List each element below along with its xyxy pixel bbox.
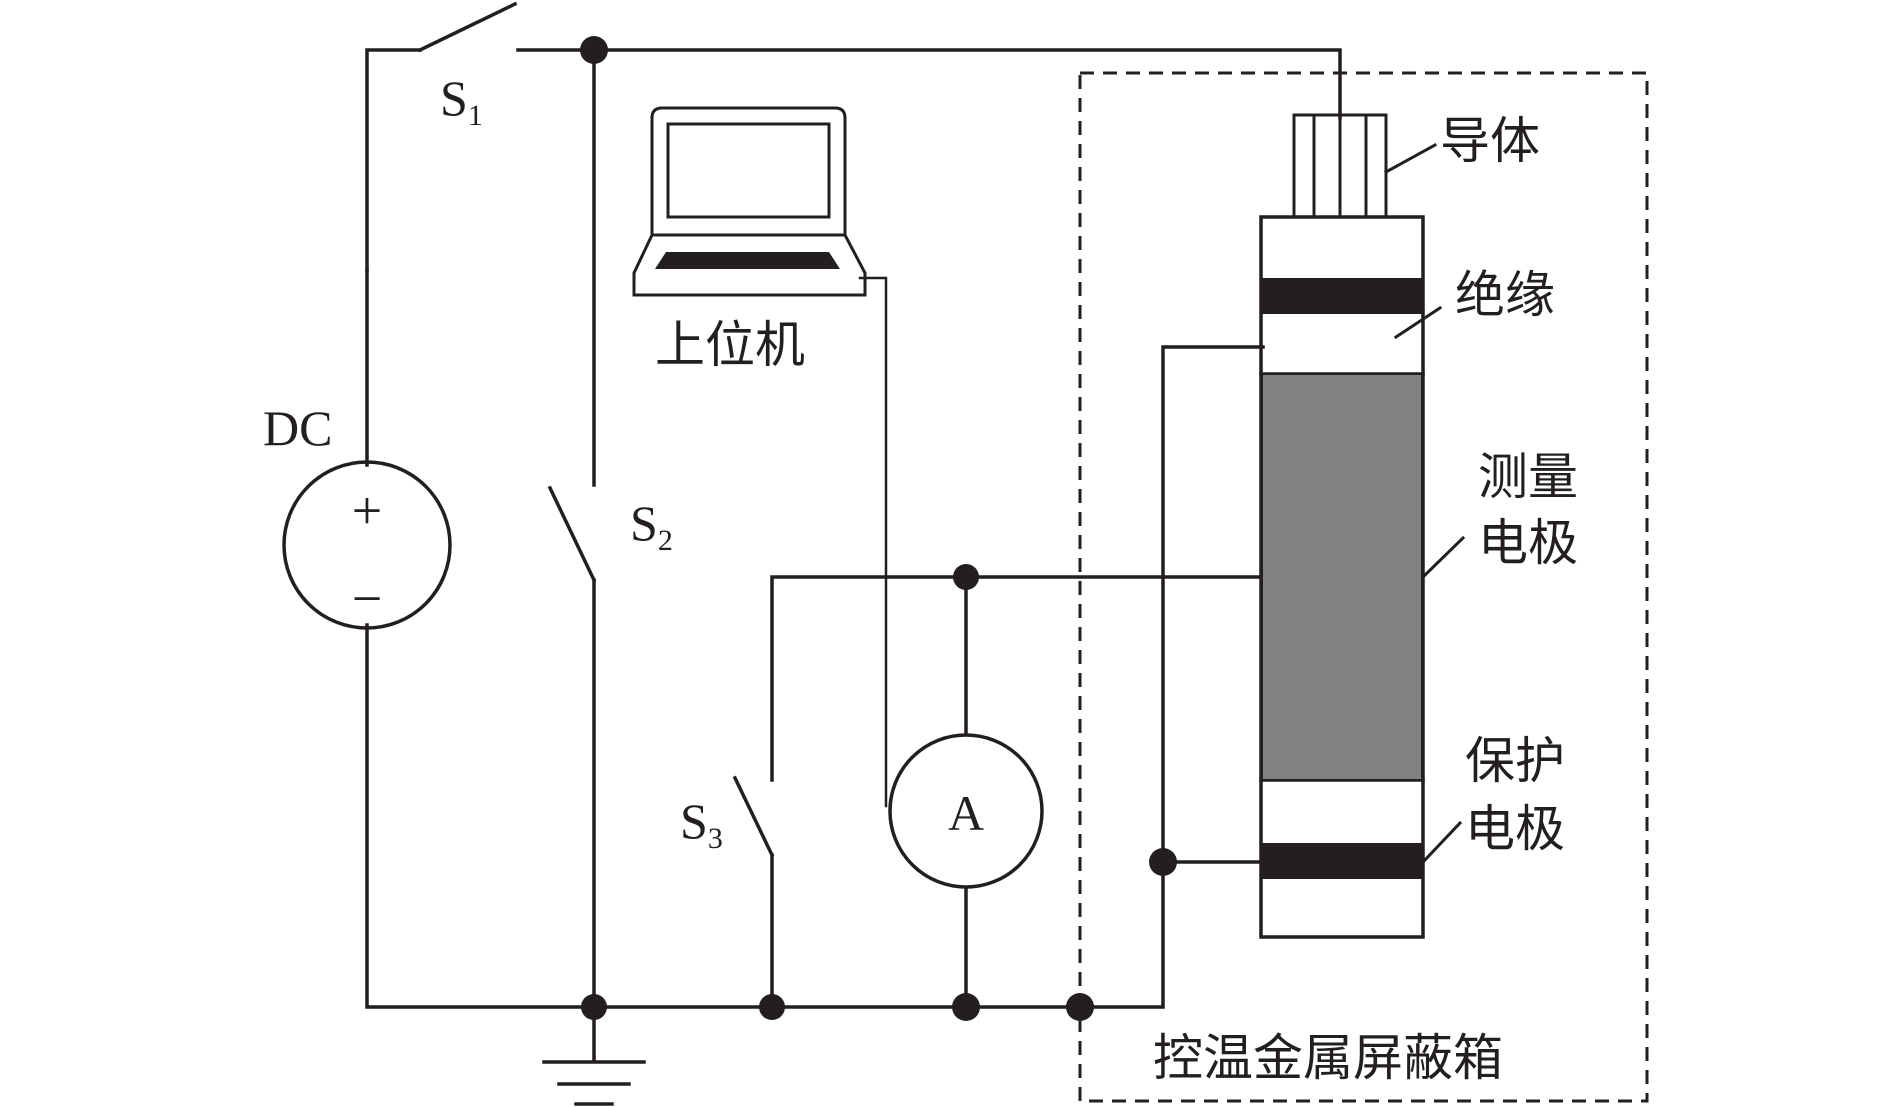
laptop-icon: [632, 106, 867, 297]
wire-dc-bottom: [365, 345, 1265, 1009]
s2-label: S2: [630, 495, 673, 557]
s1-label-sub: 1: [468, 99, 483, 132]
laptop-screen-inner: [666, 122, 831, 219]
ammeter-label: A: [948, 785, 984, 841]
leader-guard-electrode: [1420, 820, 1463, 865]
junction-dots: [580, 36, 1177, 1021]
wire-s1-to-conductor: [516, 48, 1342, 120]
junction-dot: [953, 564, 979, 590]
s2-label-sub: 2: [658, 524, 673, 557]
ground-symbol: [542, 1060, 646, 1106]
dc-source: + −: [282, 460, 452, 630]
top-electrode-band: [1261, 278, 1423, 314]
wire-laptop-cable: [858, 276, 888, 808]
junction-dot: [581, 994, 607, 1020]
dc-source-circle: [282, 460, 452, 630]
wire-dc-top: [365, 48, 422, 272]
s3-label: S3: [680, 793, 723, 855]
leader-conductor: [1383, 142, 1438, 175]
insulation-label: 绝缘: [1455, 266, 1555, 324]
switch-s3: [732, 775, 775, 858]
s3-label-main: S: [680, 793, 708, 849]
measure-electrode-label-line1: 测量: [1478, 448, 1578, 506]
dc-label: DC: [263, 400, 332, 456]
switch-s1: [417, 1, 518, 53]
wires: [365, 48, 1342, 1062]
sample-column: [1259, 215, 1425, 939]
dc-minus-sign: −: [352, 568, 382, 628]
leader-insulation: [1393, 305, 1443, 340]
junction-dot: [580, 36, 608, 64]
host-computer-label: 上位机: [655, 316, 805, 374]
s3-label-sub: 3: [708, 822, 723, 855]
leader-measure-electrode: [1420, 535, 1466, 580]
conductor-label: 导体: [1440, 112, 1540, 170]
guard-electrode-label-line2: 电极: [1465, 800, 1565, 858]
measure-electrode-label-line2: 电极: [1478, 514, 1578, 572]
junction-dot: [952, 993, 980, 1021]
shield-box-label: 控温金属屏蔽箱: [1153, 1029, 1503, 1087]
ammeter: A: [888, 733, 1044, 889]
shield-box: [1078, 71, 1649, 1103]
laptop-keyboard: [655, 252, 840, 269]
laptop-base: [632, 233, 867, 297]
laptop-screen-outer: [650, 106, 847, 237]
guard-electrode-band: [1261, 843, 1423, 879]
junction-dot: [759, 994, 785, 1020]
measure-electrode: [1261, 373, 1423, 781]
conductor: [1292, 113, 1388, 219]
ammeter-circle: [888, 733, 1044, 889]
guard-electrode-label-line1: 保护: [1465, 732, 1565, 790]
switch-s2: [547, 485, 597, 583]
s2-label-main: S: [630, 495, 658, 551]
dc-plus-sign: +: [352, 480, 382, 540]
s1-label: S1: [440, 70, 483, 132]
s1-label-main: S: [440, 70, 468, 126]
wire-s3-top: [770, 575, 1265, 782]
junction-dot: [1149, 848, 1177, 876]
